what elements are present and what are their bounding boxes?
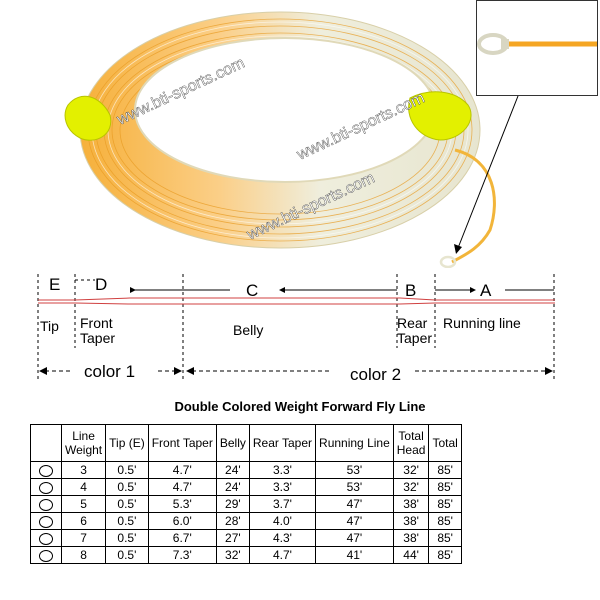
table-cell: 85' — [428, 495, 462, 513]
table-cell: 0.5' — [105, 512, 149, 530]
table-cell: 4.7' — [147, 478, 217, 496]
loop-closeup-inset — [476, 0, 598, 96]
table-cell: 47' — [315, 495, 394, 513]
table-cell: 24' — [215, 461, 250, 479]
table-cell: 6.7' — [147, 529, 217, 547]
table-cell: 6.0' — [147, 512, 217, 530]
segment-letter-e: E — [49, 275, 60, 294]
table-cell: 3 — [60, 461, 107, 479]
table-cell: 6 — [60, 512, 107, 530]
table-header-cell: Front Taper — [147, 424, 217, 462]
row-select-cell[interactable] — [30, 546, 62, 564]
row-select-cell[interactable] — [30, 478, 62, 496]
table-cell: 85' — [428, 546, 462, 564]
radio-circle-icon[interactable] — [39, 464, 53, 477]
table-cell: 0.5' — [105, 546, 149, 564]
table-header-cell: Tip (E) — [105, 424, 149, 462]
fly-line-coil-photo: www.bti-sports.com www.bti-sports.com ww… — [64, 11, 519, 268]
row-select-cell[interactable] — [30, 512, 62, 530]
table-cell: 47' — [315, 512, 394, 530]
table-cell: 7 — [60, 529, 107, 547]
table-header-cell: Belly — [215, 424, 250, 462]
table-cell: 32' — [392, 478, 430, 496]
table-cell: 85' — [428, 529, 462, 547]
table-cell: 47' — [315, 529, 394, 547]
table-cell: 0.5' — [105, 461, 149, 479]
loop-closeup-image — [477, 33, 597, 55]
table-cell: 28' — [215, 512, 250, 530]
row-select-cell[interactable] — [30, 495, 62, 513]
table-cell: 0.5' — [105, 495, 149, 513]
table-cell: 0.5' — [105, 529, 149, 547]
table-title: Double Colored Weight Forward Fly Line — [174, 399, 426, 414]
segment-name-tip: Tip — [40, 318, 59, 334]
table-cell: 44' — [392, 546, 430, 564]
right-tie — [408, 91, 472, 141]
table-header-cell: Rear Taper — [248, 424, 317, 462]
table-cell: 4.3' — [248, 529, 317, 547]
table-cell: 4 — [60, 478, 107, 496]
table-cell: 3.3' — [248, 478, 317, 496]
table-header-cell: Running Line — [315, 424, 394, 462]
segment-name-running-line: Running line — [443, 315, 521, 331]
table-cell: 3.3' — [248, 461, 317, 479]
table-cell: 4.7' — [248, 546, 317, 564]
table-cell: 8 — [60, 546, 107, 564]
table-cell: 85' — [428, 512, 462, 530]
table-cell: 24' — [215, 478, 250, 496]
table-header-cell — [30, 424, 62, 462]
table-cell: 32' — [215, 546, 250, 564]
table-cell: 5.3' — [147, 495, 217, 513]
table-cell: 0.5' — [105, 478, 149, 496]
table-cell: 38' — [392, 529, 430, 547]
row-select-cell[interactable] — [30, 461, 62, 479]
left-tie — [64, 95, 112, 141]
table-cell: 53' — [315, 478, 394, 496]
segment-name-belly: Belly — [233, 322, 263, 338]
table-cell: 7.3' — [147, 546, 217, 564]
table-cell: 3.7' — [248, 495, 317, 513]
table-cell: 85' — [428, 478, 462, 496]
segment-letter-c: C — [246, 281, 258, 300]
table-cell: 32' — [392, 461, 430, 479]
table-cell: 4.7' — [147, 461, 217, 479]
table-cell: 38' — [392, 495, 430, 513]
row-select-cell[interactable] — [30, 529, 62, 547]
segment-letter-d: D — [95, 275, 107, 294]
radio-circle-icon[interactable] — [39, 515, 53, 528]
table-cell: 85' — [428, 461, 462, 479]
segment-letter-a: A — [480, 281, 492, 300]
table-cell: 27' — [215, 529, 250, 547]
radio-circle-icon[interactable] — [39, 549, 53, 562]
color-1-label: color 1 — [84, 362, 135, 381]
radio-circle-icon[interactable] — [39, 532, 53, 545]
table-cell: 29' — [215, 495, 250, 513]
table-cell: 38' — [392, 512, 430, 530]
color-2-label: color 2 — [350, 365, 401, 384]
radio-circle-icon[interactable] — [39, 498, 53, 511]
table-cell: 5 — [60, 495, 107, 513]
radio-circle-icon[interactable] — [39, 481, 53, 494]
table-cell: 53' — [315, 461, 394, 479]
table-header-cell: Total — [428, 424, 462, 462]
table-cell: 4.0' — [248, 512, 317, 530]
segment-letter-b: B — [405, 281, 416, 300]
table-cell: 41' — [315, 546, 394, 564]
